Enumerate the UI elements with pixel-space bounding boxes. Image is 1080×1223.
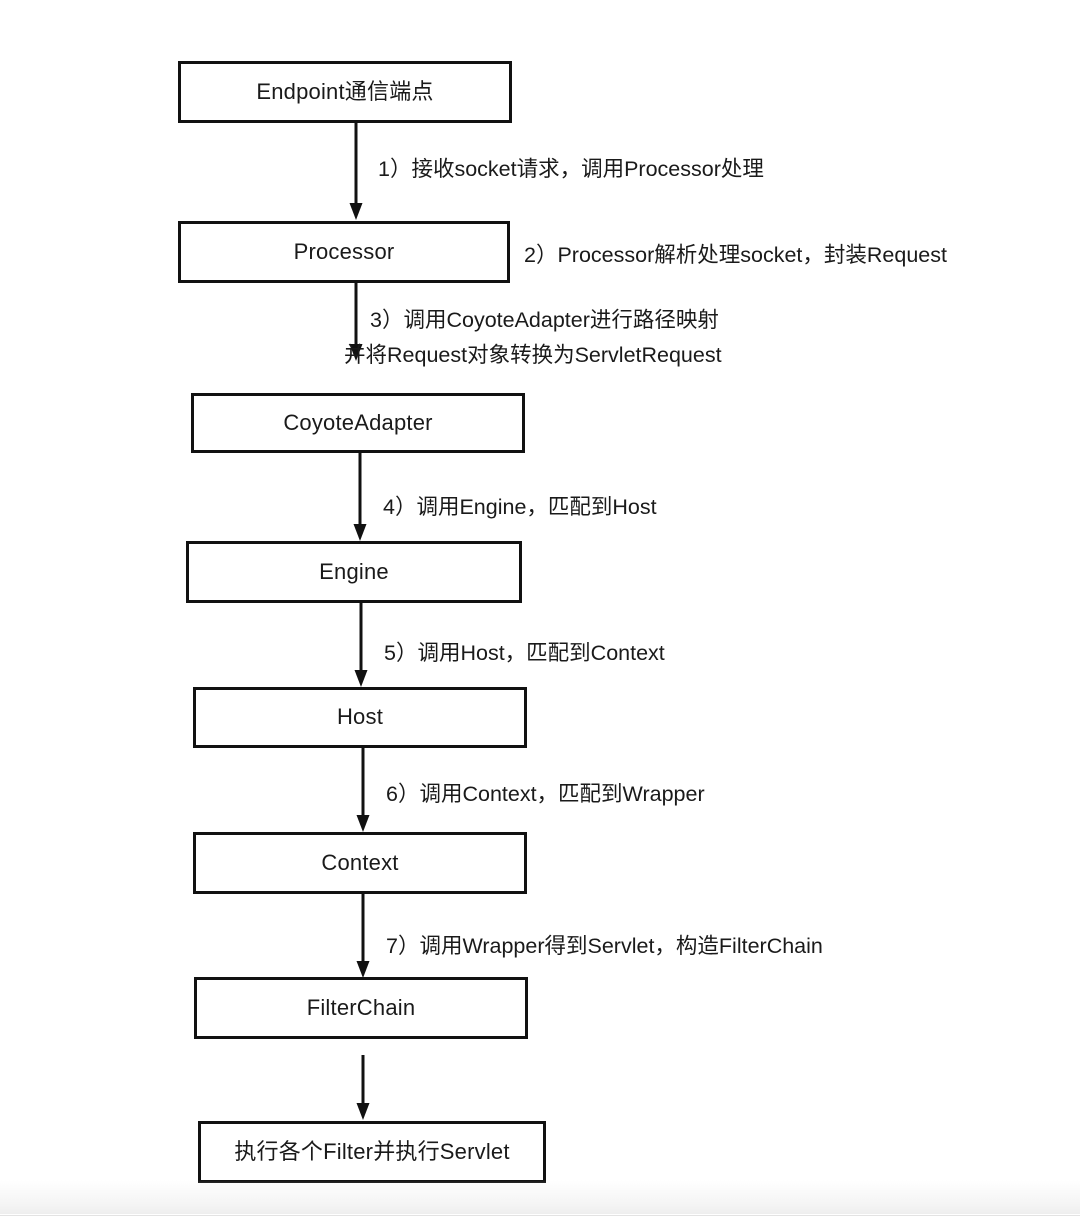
edge-host-to-context (353, 748, 373, 833)
edge-engine-to-host (351, 603, 371, 688)
node-context[interactable]: Context (193, 832, 527, 894)
edge-label-3-line2: 并将Request对象转换为ServletRequest (344, 342, 722, 367)
node-filterchain-label: FilterChain (306, 994, 416, 1020)
side-note-2-text: 2）Processor解析处理socket，封装Request (524, 243, 947, 267)
edge-label-3-line1: 3）调用CoyoteAdapter进行路径映射 (370, 308, 719, 332)
edge-label-4: 4）调用Engine，匹配到Host (383, 491, 657, 523)
edge-label-6-line1: 6）调用Context，匹配到Wrapper (386, 782, 705, 806)
edge-filterchain-to-execute (353, 1055, 373, 1121)
node-execute-label: 执行各个Filter并执行Servlet (234, 1138, 510, 1164)
node-execute-filters-servlet[interactable]: 执行各个Filter并执行Servlet (198, 1121, 546, 1183)
edge-label-5-line1: 5）调用Host，匹配到Context (384, 641, 665, 665)
node-coyoteadapter-label: CoyoteAdapter (283, 409, 433, 435)
page-bottom-fade (0, 1180, 1080, 1214)
node-engine-label: Engine (319, 558, 389, 584)
edge-endpoint-to-processor (346, 123, 366, 221)
node-filterchain[interactable]: FilterChain (194, 977, 528, 1039)
node-host[interactable]: Host (193, 687, 527, 748)
node-engine[interactable]: Engine (186, 541, 522, 603)
edge-label-7-line1: 7）调用Wrapper得到Servlet，构造FilterChain (386, 934, 823, 958)
edge-processor-to-coyoteadapter (346, 283, 366, 393)
edge-label-5: 5）调用Host，匹配到Context (384, 637, 665, 669)
edge-label-1-line1: 1）接收socket请求，调用Processor处理 (378, 157, 764, 181)
edge-label-3: 3）调用CoyoteAdapter进行路径映射 并将Request对象转换为Se… (344, 303, 722, 373)
edge-label-1: 1）接收socket请求，调用Processor处理 (378, 153, 764, 185)
edge-label-4-line1: 4）调用Engine，匹配到Host (383, 495, 657, 519)
page-bottom-rule (0, 1215, 1080, 1216)
edge-label-7: 7）调用Wrapper得到Servlet，构造FilterChain (386, 930, 823, 962)
node-processor[interactable]: Processor (178, 221, 510, 283)
node-endpoint[interactable]: Endpoint通信端点 (178, 61, 512, 123)
node-processor-label: Processor (293, 238, 395, 264)
node-endpoint-label: Endpoint通信端点 (256, 78, 434, 104)
edge-context-to-filterchain (353, 894, 373, 979)
node-host-label: Host (336, 704, 384, 730)
node-context-label: Context (321, 849, 399, 875)
edge-coyoteadapter-to-engine (350, 453, 370, 542)
node-coyoteadapter[interactable]: CoyoteAdapter (191, 393, 525, 453)
side-note-2: 2）Processor解析处理socket，封装Request (524, 239, 947, 271)
edge-label-6: 6）调用Context，匹配到Wrapper (386, 778, 705, 810)
